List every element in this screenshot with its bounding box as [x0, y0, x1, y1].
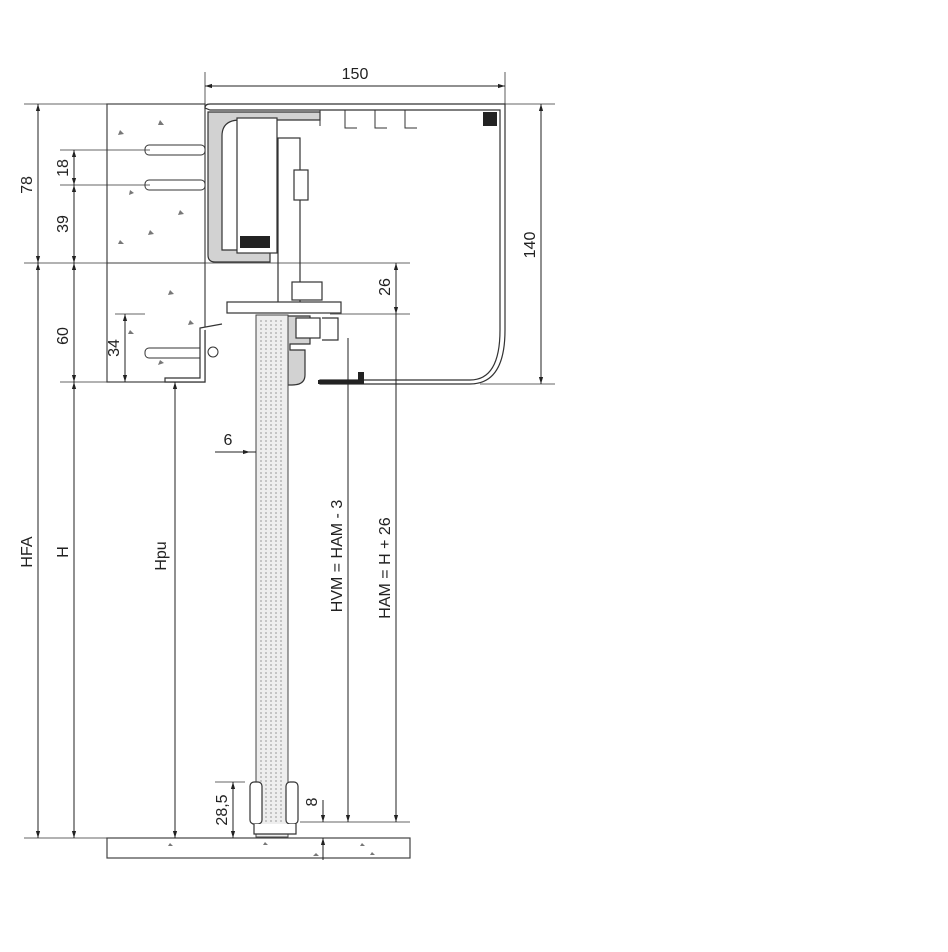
dim-34: 34 — [106, 339, 123, 357]
dimension-lines — [35, 83, 544, 860]
dim-28-5: 28,5 — [214, 794, 231, 825]
track-profile — [164, 103, 506, 386]
label-hvm: HVM = HAM - 3 — [329, 500, 346, 613]
label-ham: HAM = H + 26 — [377, 517, 394, 618]
label-hpu: Hpu — [153, 541, 170, 570]
dim-150: 150 — [342, 66, 369, 83]
dim-18: 18 — [55, 159, 72, 177]
floor-guide — [249, 781, 299, 835]
dim-6: 6 — [224, 432, 233, 449]
dim-39: 39 — [55, 215, 72, 233]
dim-60: 60 — [55, 327, 72, 345]
dim-8: 8 — [304, 797, 321, 806]
dim-26: 26 — [377, 278, 394, 296]
dim-78: 78 — [19, 176, 36, 194]
label-hfa: HFA — [19, 536, 36, 567]
glass-panel — [255, 314, 289, 838]
dim-140: 140 — [522, 232, 539, 259]
label-h: H — [55, 546, 72, 558]
floor-concrete — [106, 837, 411, 859]
